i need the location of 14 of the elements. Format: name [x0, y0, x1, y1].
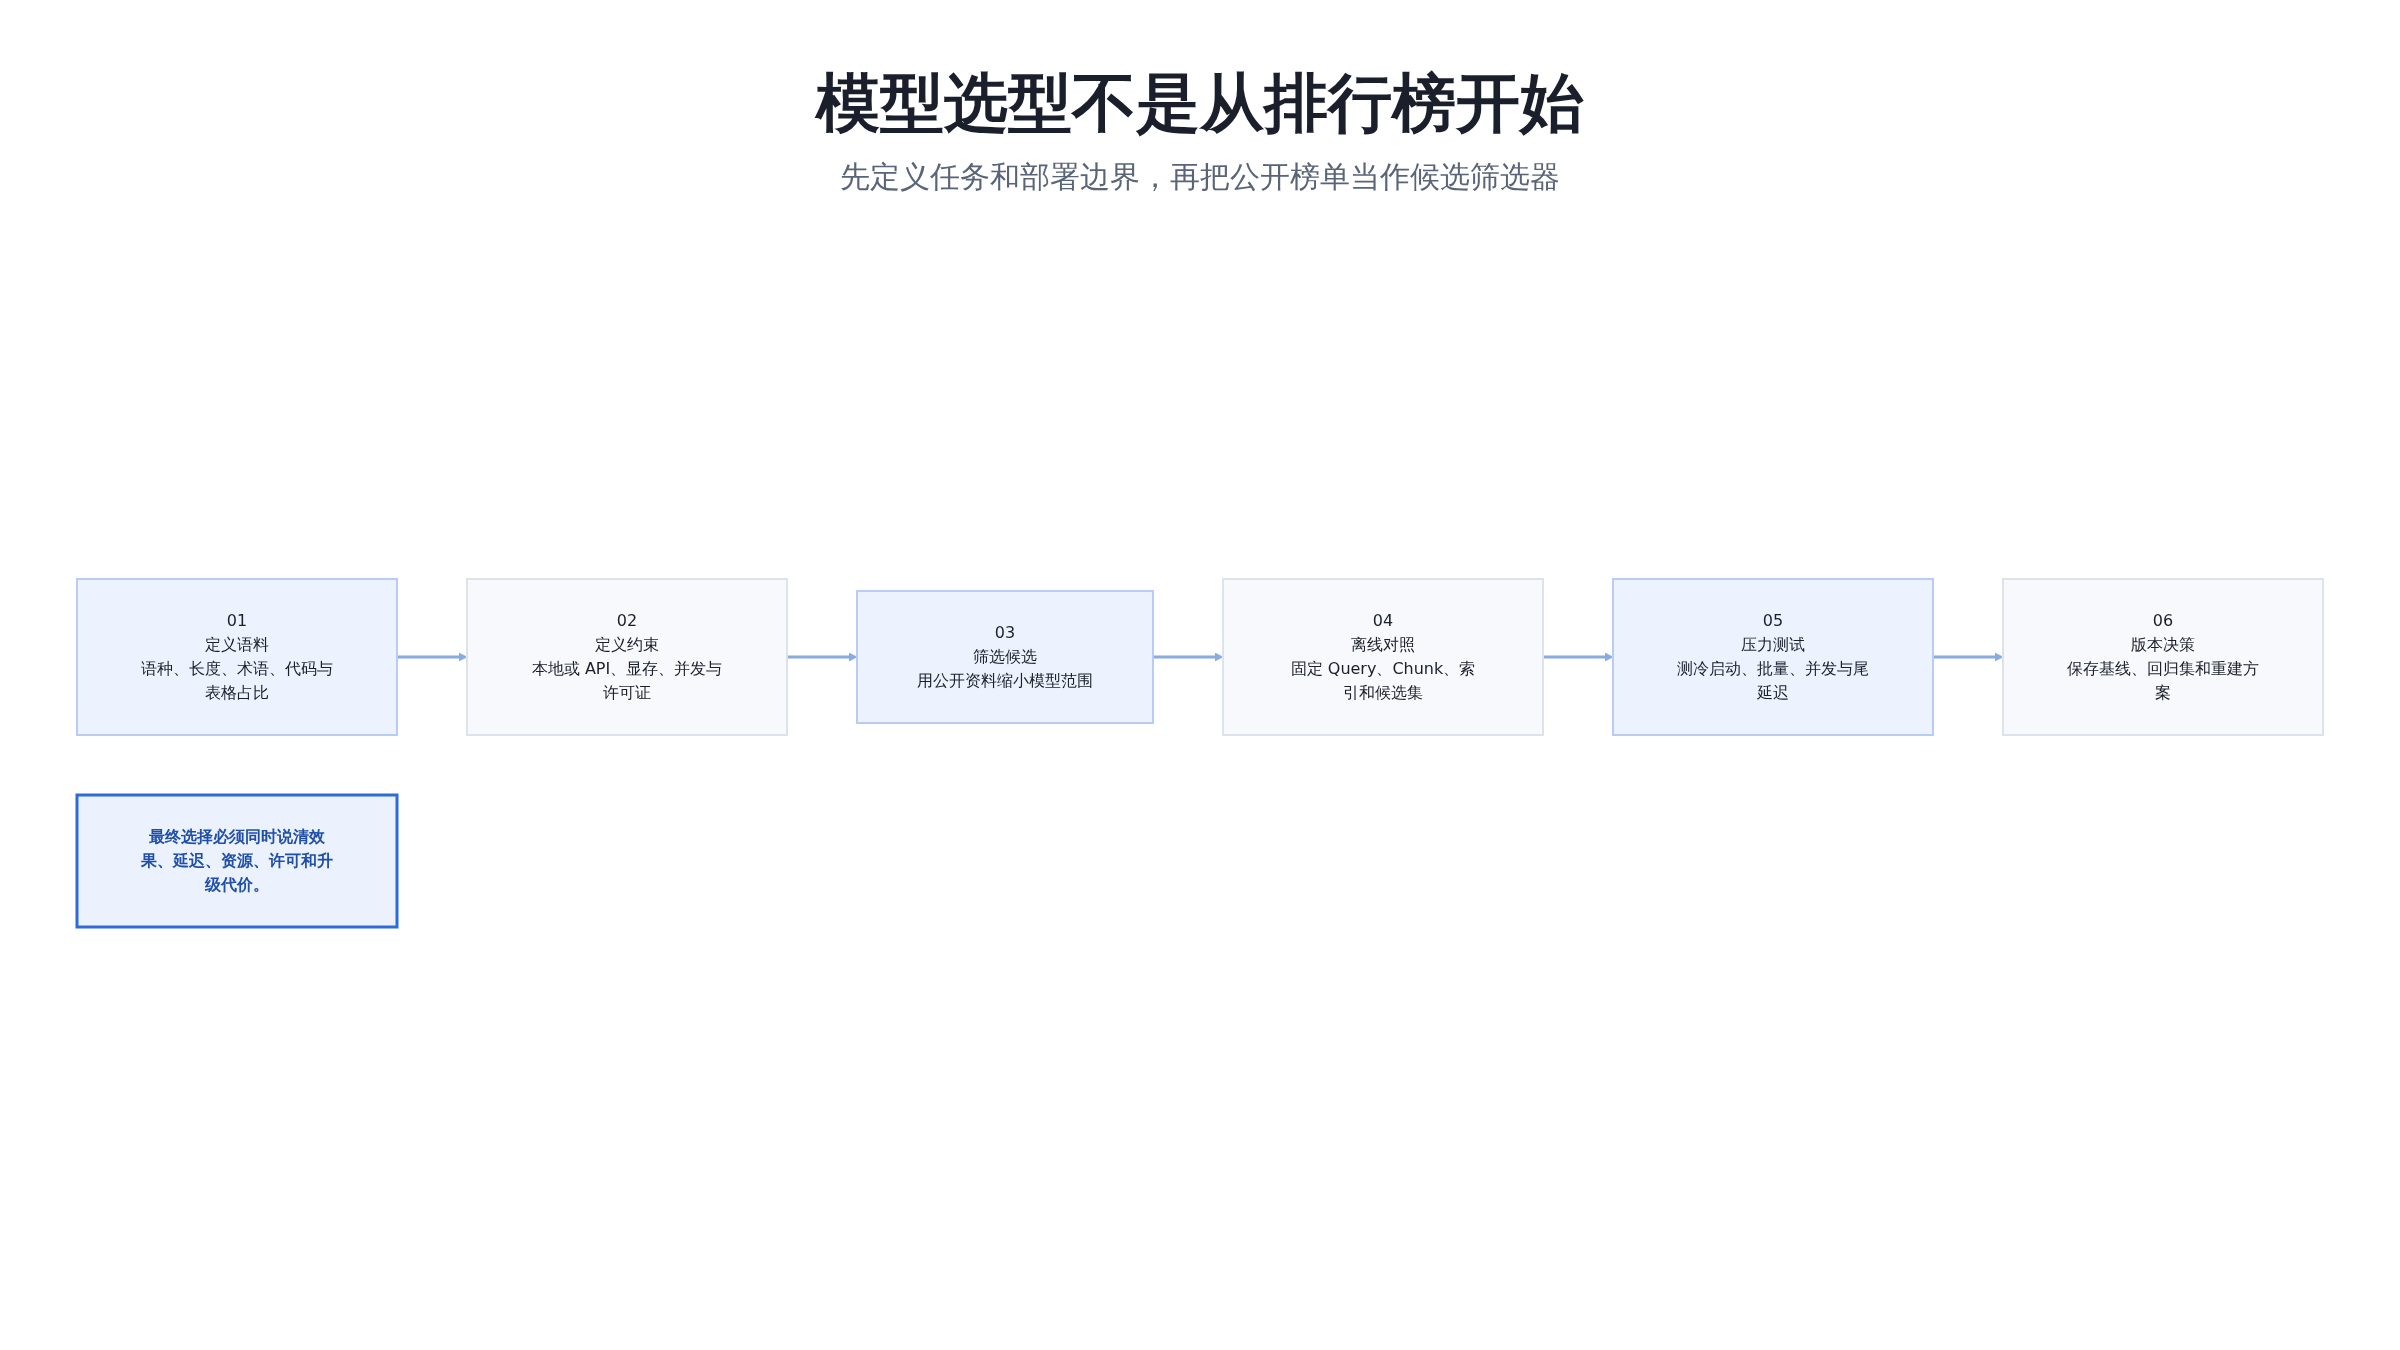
arrow — [397, 652, 468, 662]
node-box: 02 定义约束 本地或 API、显存、并发与许可证 — [466, 578, 788, 736]
arrow — [1543, 652, 1614, 662]
node-box: 最终选择必须同时说清效果、延迟、资源、许可和升级代价。 — [75, 793, 399, 929]
node-box: 05 压力测试 测冷启动、批量、并发与尾延迟 — [1612, 578, 1934, 736]
node-box: 01 定义语料 语种、长度、术语、代码与表格占比 — [76, 578, 398, 736]
title: 模型选型不是从排行榜开始 — [816, 65, 1584, 142]
subtitle: 先定义任务和部署边界，再把公开榜单当作候选筛选器 — [840, 158, 1560, 196]
node-box: 03 筛选候选 用公开资料缩小模型范围 — [856, 590, 1154, 724]
arrow — [1933, 652, 2004, 662]
node-box: 06 版本决策 保存基线、回归集和重建方案 — [2002, 578, 2324, 736]
arrow — [787, 652, 858, 662]
arrow — [1153, 652, 1224, 662]
node-box: 04 离线对照 固定 Query、Chunk、索引和候选集 — [1222, 578, 1544, 736]
